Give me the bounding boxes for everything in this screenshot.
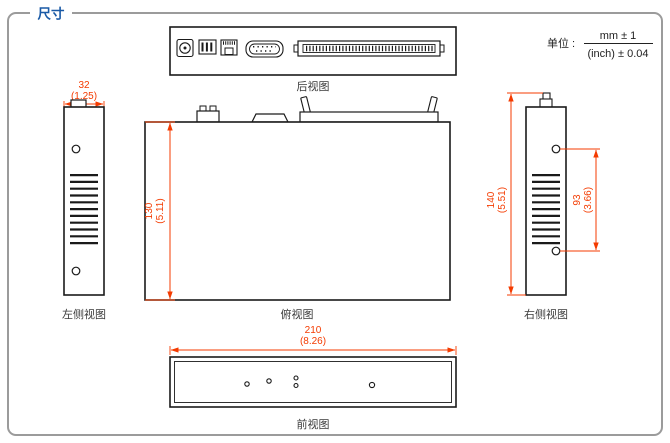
led-indicator: [244, 381, 250, 387]
screw-hole: [551, 144, 561, 154]
unit-note: 单位 : mm ± 1 (inch) ± 0.04: [547, 30, 653, 60]
right-side-view: 140 (5.51) 93 (3.66) 右侧视图: [486, 92, 600, 321]
page-title: 尺寸: [38, 6, 65, 22]
connector-ear-right: [439, 44, 445, 53]
rear-view: 后视图: [169, 26, 457, 93]
left-panel-outline: [63, 106, 105, 296]
unit-metric: mm ± 1: [600, 30, 637, 42]
rj45-latch-slot: [224, 47, 234, 55]
top-panel-outline: [144, 121, 451, 301]
terminal-connector-inner: [302, 44, 436, 53]
front-panel-outline: [169, 356, 457, 408]
led-indicator: [293, 375, 299, 381]
screw-hole: [71, 144, 81, 154]
screws-inch: (3.66): [583, 187, 594, 213]
left-width-mm: 32: [78, 80, 90, 91]
page-frame: [7, 12, 663, 436]
height-inch: (5.51): [497, 187, 508, 213]
terminal-block-top: [196, 110, 220, 123]
led-indicator: [266, 378, 272, 384]
connector-ear-left: [293, 44, 299, 53]
connector-latch-right: [427, 96, 438, 114]
db9-connector-icon: [245, 40, 284, 58]
connector-latch-left: [300, 96, 311, 114]
depth-inch: (5.11): [155, 198, 166, 223]
left-side-view: 32 (1.25) 左侧视图: [62, 80, 106, 321]
connector-top-profile: [299, 111, 439, 123]
rear-view-label: 后视图: [297, 79, 330, 93]
depth-mm: 130: [144, 202, 155, 219]
right-panel-outline: [525, 106, 567, 296]
height-mm: 140: [486, 191, 497, 208]
front-width-mm: 210: [305, 325, 322, 336]
front-button: [368, 381, 376, 389]
led-indicator: [293, 382, 299, 389]
unit-label: 单位 :: [547, 36, 575, 50]
unit-imperial: (inch) ± 0.04: [587, 48, 648, 60]
screws-mm: 93: [572, 194, 583, 206]
right-view-label: 右侧视图: [524, 307, 568, 321]
screw-hole: [551, 246, 561, 256]
power-jack-pin: [183, 46, 187, 50]
front-view: 210 (8.26) 前视图: [169, 325, 457, 431]
power-jack-barrel: [179, 42, 191, 54]
top-view: 130 (5.11) 俯视图: [144, 96, 451, 321]
db9-top-profile: [251, 113, 289, 123]
front-width-inch: (8.26): [300, 336, 326, 347]
left-width-inch: (1.25): [71, 91, 97, 102]
screw-hole: [71, 266, 81, 276]
top-view-label: 俯视图: [281, 307, 314, 321]
title-mask: [30, 5, 72, 21]
db9-shell: [249, 43, 280, 55]
front-view-label: 前视图: [297, 417, 330, 431]
front-panel-bezel: [174, 361, 452, 403]
left-view-label: 左侧视图: [62, 307, 106, 321]
